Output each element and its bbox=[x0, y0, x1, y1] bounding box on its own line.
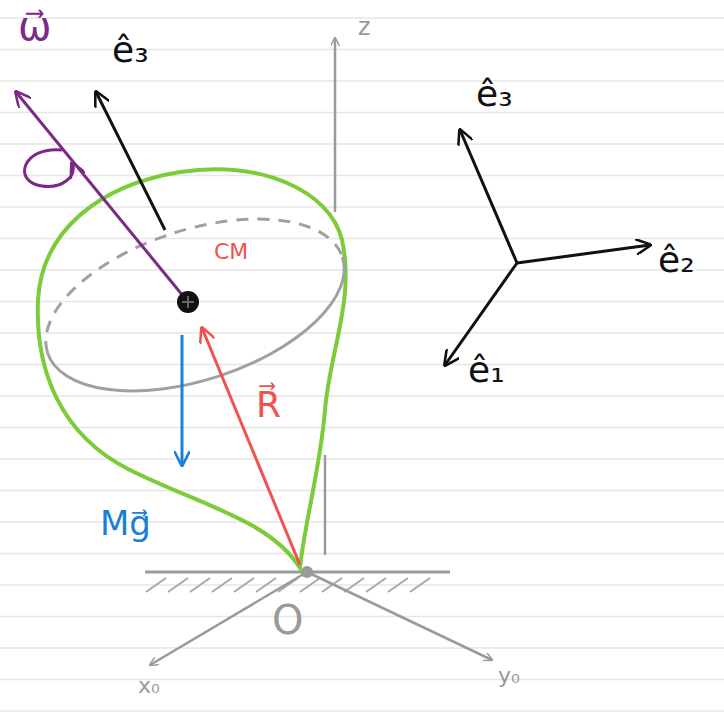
ground-hatching bbox=[146, 578, 430, 592]
position-vector bbox=[202, 328, 300, 565]
ruled-line bbox=[0, 647, 724, 649]
ruled-line bbox=[0, 710, 724, 712]
center-of-mass-dot bbox=[177, 291, 199, 313]
ruled-lines bbox=[0, 18, 724, 711]
ruled-line bbox=[0, 112, 724, 114]
cm-label: CM bbox=[214, 240, 248, 264]
hatch-stroke bbox=[256, 578, 276, 592]
x-axis bbox=[150, 572, 307, 665]
ruled-line bbox=[0, 490, 724, 492]
hatch-stroke bbox=[212, 578, 232, 592]
center-of-mass-mark bbox=[182, 296, 194, 308]
z-axis-hidden bbox=[324, 455, 327, 555]
triad-e2 bbox=[517, 245, 650, 263]
y-axis bbox=[307, 572, 492, 660]
hatch-stroke bbox=[234, 578, 254, 592]
x-axis-label: x₀ bbox=[138, 674, 160, 698]
pivot-point bbox=[301, 566, 313, 578]
r-vector-label: R⃗ bbox=[256, 385, 281, 425]
e3-label: ê₃ bbox=[476, 74, 513, 114]
e3-axis-vector bbox=[96, 92, 165, 230]
origin-label: O bbox=[272, 598, 303, 642]
e3-label: ê₃ bbox=[112, 30, 149, 70]
ruled-line bbox=[0, 301, 724, 303]
e2-label: ê₂ bbox=[658, 240, 695, 280]
ruled-line bbox=[0, 616, 724, 618]
z-axis bbox=[334, 38, 337, 212]
ruled-line bbox=[0, 427, 724, 429]
hatch-stroke bbox=[190, 578, 210, 592]
ruled-line bbox=[0, 269, 724, 271]
ruled-line bbox=[0, 80, 724, 82]
gravity-vector bbox=[181, 335, 184, 465]
ruled-line bbox=[0, 49, 724, 51]
spin-swirl bbox=[25, 150, 74, 187]
ruled-line bbox=[0, 553, 724, 555]
top-outline bbox=[38, 169, 346, 568]
hatch-stroke bbox=[168, 578, 188, 592]
hatch-stroke bbox=[366, 578, 386, 592]
omega-vector bbox=[16, 92, 188, 302]
ruled-line bbox=[0, 584, 724, 586]
top-disc bbox=[24, 186, 365, 424]
ruled-line bbox=[0, 175, 724, 177]
omega-label: ω⃗ bbox=[18, 4, 52, 48]
ruled-line bbox=[0, 679, 724, 681]
weight-label: Mg⃗ bbox=[100, 505, 151, 542]
hatch-stroke bbox=[388, 578, 408, 592]
ruled-line bbox=[0, 143, 724, 145]
ground-line bbox=[145, 571, 450, 574]
z-axis-label: z bbox=[358, 14, 371, 40]
triad-e3 bbox=[460, 130, 517, 263]
ruled-line bbox=[0, 364, 724, 366]
ruled-line bbox=[0, 395, 724, 397]
hatch-stroke bbox=[300, 578, 320, 592]
ruled-line bbox=[0, 238, 724, 240]
hatch-stroke bbox=[146, 578, 166, 592]
e1-label: ê₁ bbox=[468, 350, 505, 390]
y-axis-label: y₀ bbox=[498, 664, 520, 688]
hatch-stroke bbox=[410, 578, 430, 592]
ruled-line bbox=[0, 332, 724, 334]
